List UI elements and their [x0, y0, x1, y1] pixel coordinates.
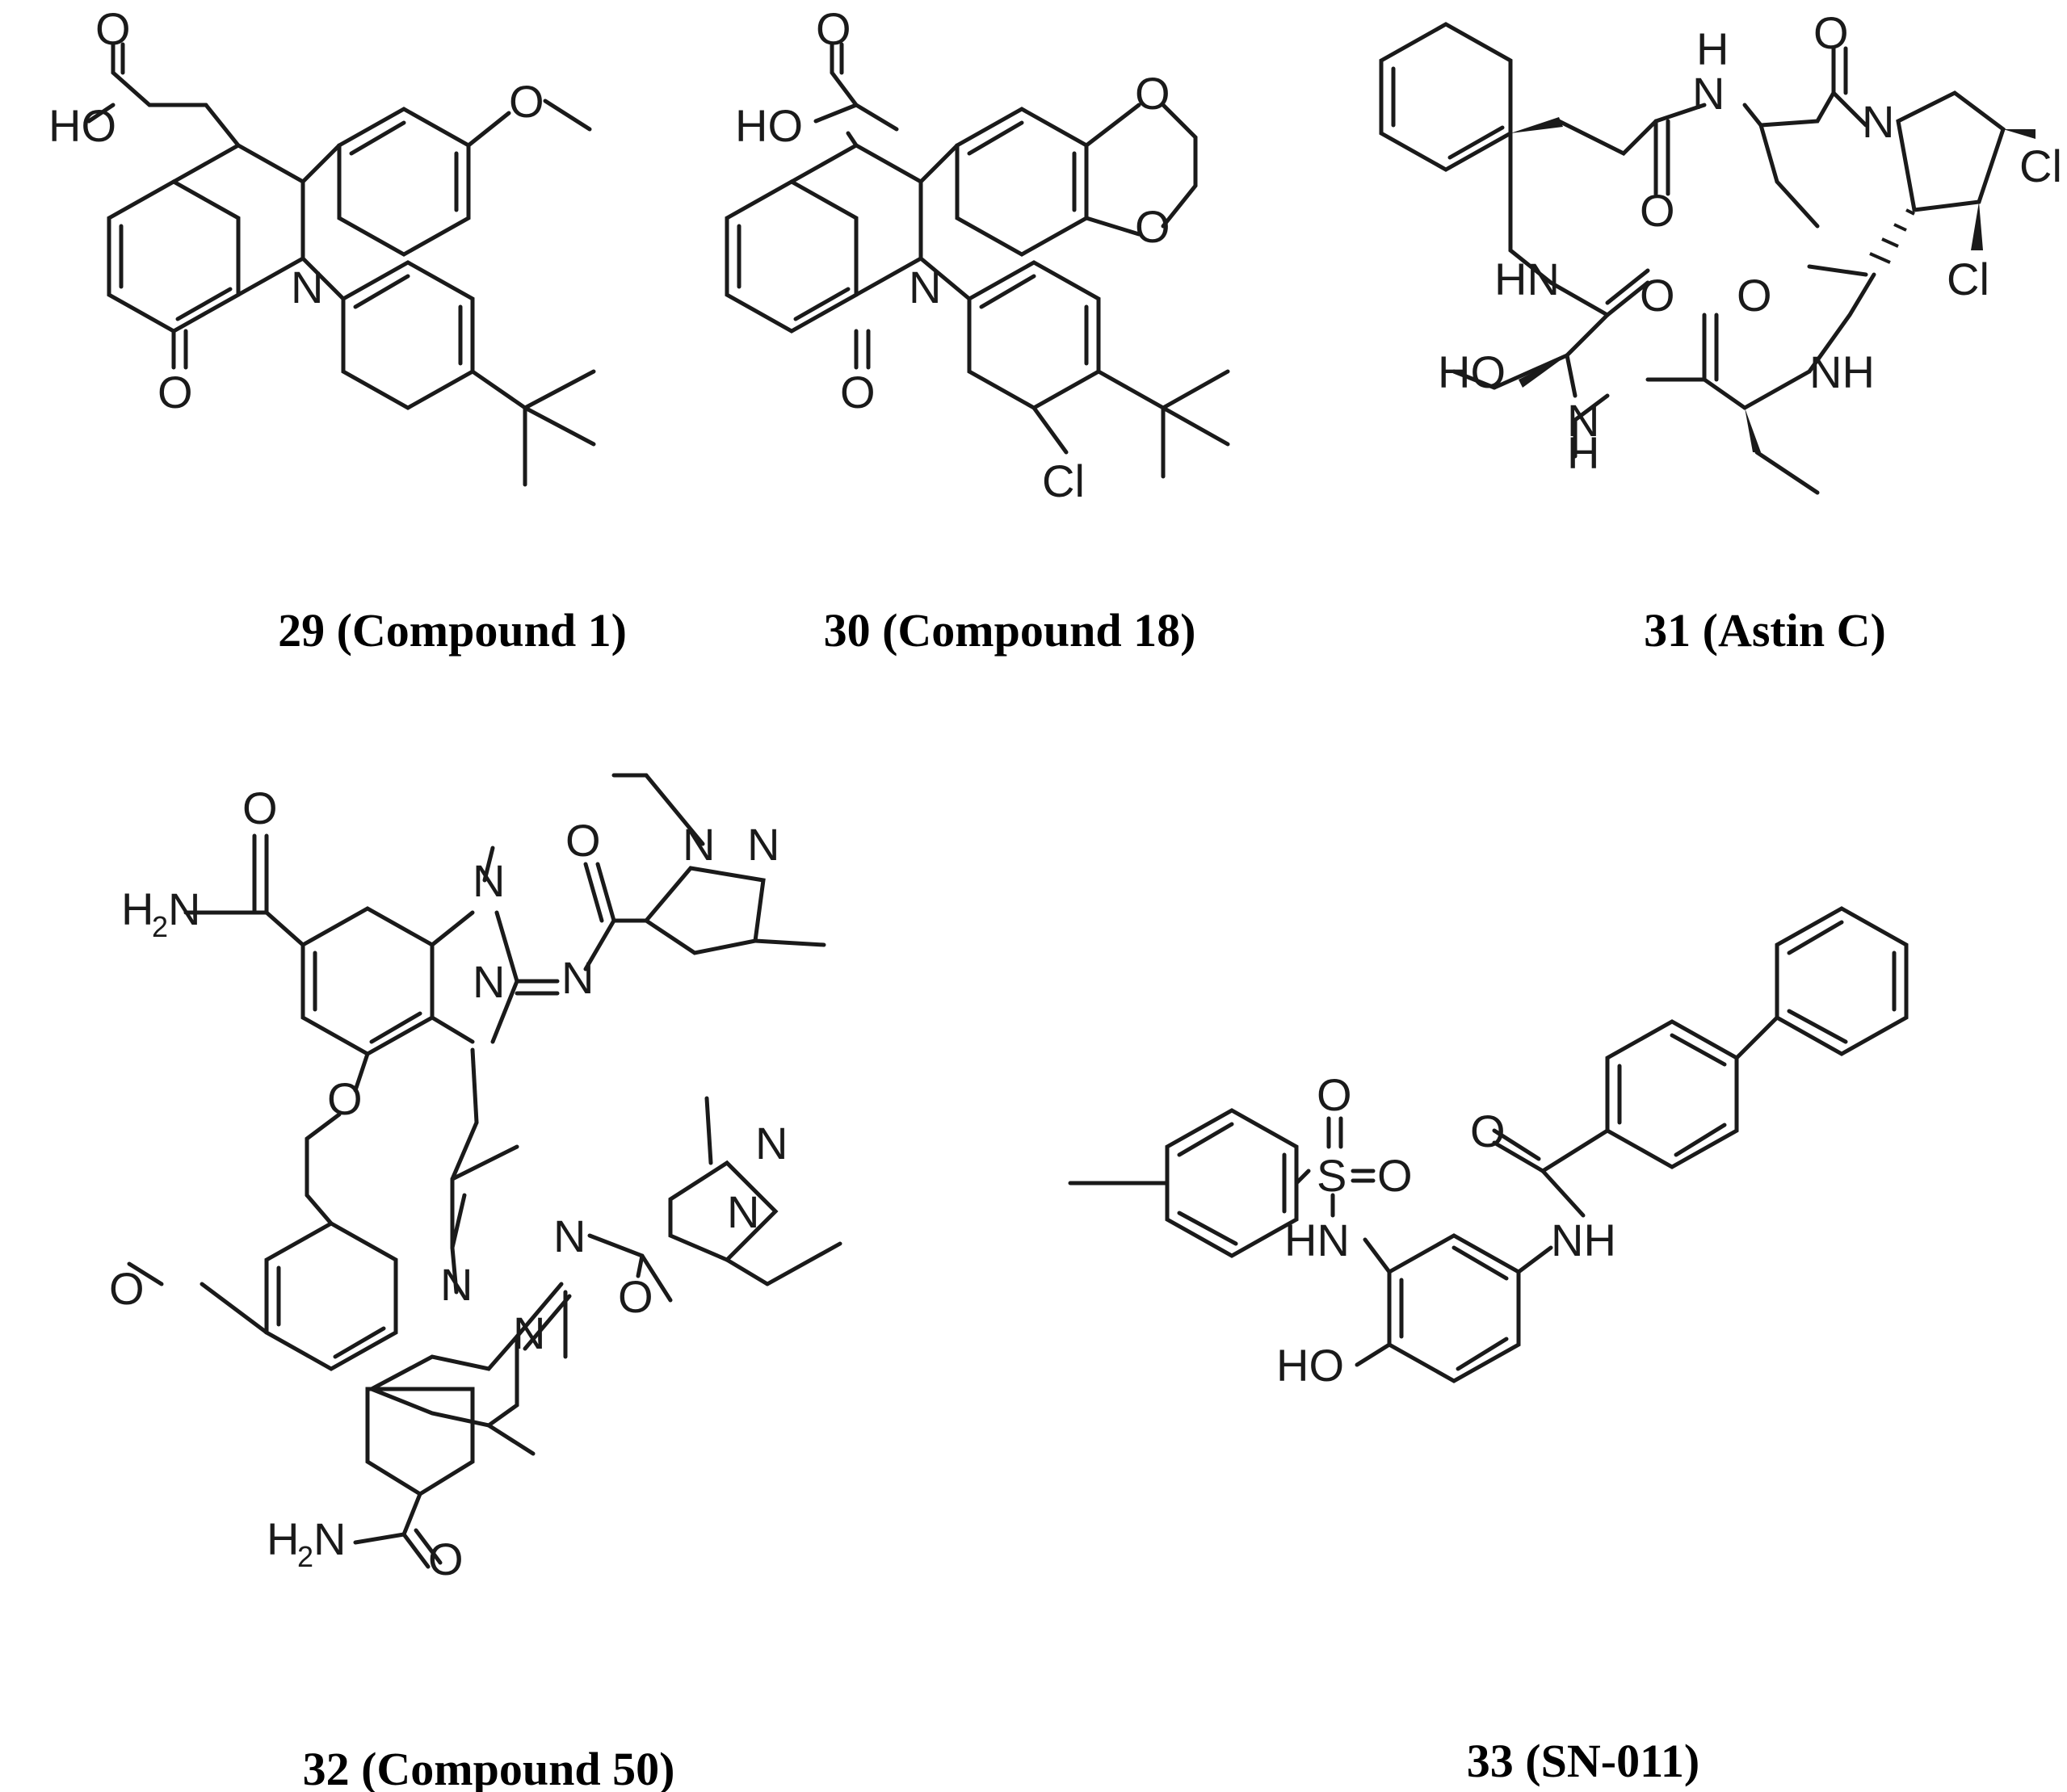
- nitrogen-label: N: [909, 262, 941, 313]
- oxygen-label: O: [1470, 1106, 1506, 1156]
- oxygen-label: O: [1135, 68, 1170, 119]
- oxygen-label: O: [509, 76, 544, 127]
- nitrogen-label: N: [291, 262, 323, 313]
- oxygen-label: O: [1377, 1150, 1413, 1201]
- nitrogen-label: N: [747, 819, 779, 870]
- compound-label-30: 30 (Compound 18): [824, 604, 1196, 657]
- structure-31: H N O O N Cl Cl O O HN NH N H HO 31 (Ast…: [1379, 7, 2062, 657]
- nitrogen-label: N: [1692, 68, 1725, 119]
- oxygen-label: O: [1813, 7, 1849, 58]
- oxygen-label: O: [618, 1271, 653, 1322]
- oxygen-label: O: [1135, 201, 1170, 252]
- nitrogen-label: N: [513, 1307, 545, 1358]
- oxygen-label: O: [1640, 270, 1675, 321]
- amine-label: HN: [1284, 1215, 1350, 1265]
- amide-h-label: H: [267, 1513, 299, 1564]
- oxygen-label: O: [95, 3, 131, 54]
- compound-label-31: 31 (Astin C): [1644, 604, 1886, 657]
- oxygen-label: O: [1737, 270, 1772, 321]
- structure-29: HO O O N O 29 (Compound 1): [48, 3, 627, 657]
- chlorine-label: Cl: [1042, 455, 1085, 506]
- structure-32: H 2 N O N N N O N N O O N N N O N N H 2 …: [109, 773, 842, 1792]
- hydroxyl-label: HO: [1276, 1340, 1344, 1391]
- compound-label-29: 29 (Compound 1): [278, 604, 627, 657]
- oxygen-label: O: [840, 367, 876, 418]
- structure-30: HO O O O N O Cl 30 (Compound 18): [725, 3, 1230, 657]
- chlorine-label: Cl: [2019, 141, 2062, 191]
- amide-subscript: 2: [297, 1540, 313, 1573]
- compound-label-32: 32 (Compound 50): [303, 1743, 675, 1792]
- oxygen-label: O: [1317, 1069, 1352, 1120]
- nitrogen-label: N: [473, 855, 505, 906]
- amine-label: NH: [1809, 346, 1875, 397]
- hydroxyl-label: HO: [48, 100, 116, 151]
- amide-subscript: 2: [152, 910, 168, 943]
- amide-n-label: N: [168, 883, 200, 934]
- oxygen-label: O: [158, 367, 193, 418]
- hydroxyl-label: HO: [1438, 346, 1506, 397]
- oxygen-label: O: [327, 1073, 363, 1124]
- structure-33: O S O HN HO O NH 33 (SN-011): [1068, 906, 1909, 1787]
- amine-label: NH: [1551, 1215, 1616, 1265]
- chlorine-label: Cl: [1947, 254, 1989, 304]
- nitrogen-label: N: [755, 1118, 788, 1169]
- nitrogen-label: N: [440, 1259, 473, 1310]
- hydrogen-label: H: [1567, 427, 1599, 478]
- hydroxyl-label: HO: [735, 100, 803, 151]
- amine-label: HN: [1494, 254, 1560, 304]
- nitrogen-label: N: [1862, 96, 1894, 147]
- nitrogen-label: N: [727, 1186, 759, 1237]
- oxygen-label: O: [565, 815, 601, 866]
- nitrogen-label: N: [561, 952, 594, 1003]
- nitrogen-label: N: [683, 819, 715, 870]
- amide-h-label: H: [121, 883, 153, 934]
- compound-label-33: 33 (SN-011): [1467, 1735, 1699, 1787]
- sulfur-label: S: [1317, 1150, 1346, 1201]
- nitrogen-label: N: [1567, 395, 1599, 446]
- oxygen-label: O: [1640, 185, 1675, 236]
- oxygen-label: O: [428, 1534, 464, 1584]
- oxygen-label: O: [816, 3, 851, 54]
- amide-n-label: N: [313, 1513, 346, 1564]
- oxygen-label: O: [109, 1263, 145, 1314]
- nitrogen-label: N: [473, 956, 505, 1007]
- oxygen-label: O: [242, 783, 278, 833]
- nitrogen-label: N: [553, 1211, 586, 1261]
- hydrogen-label: H: [1696, 23, 1729, 74]
